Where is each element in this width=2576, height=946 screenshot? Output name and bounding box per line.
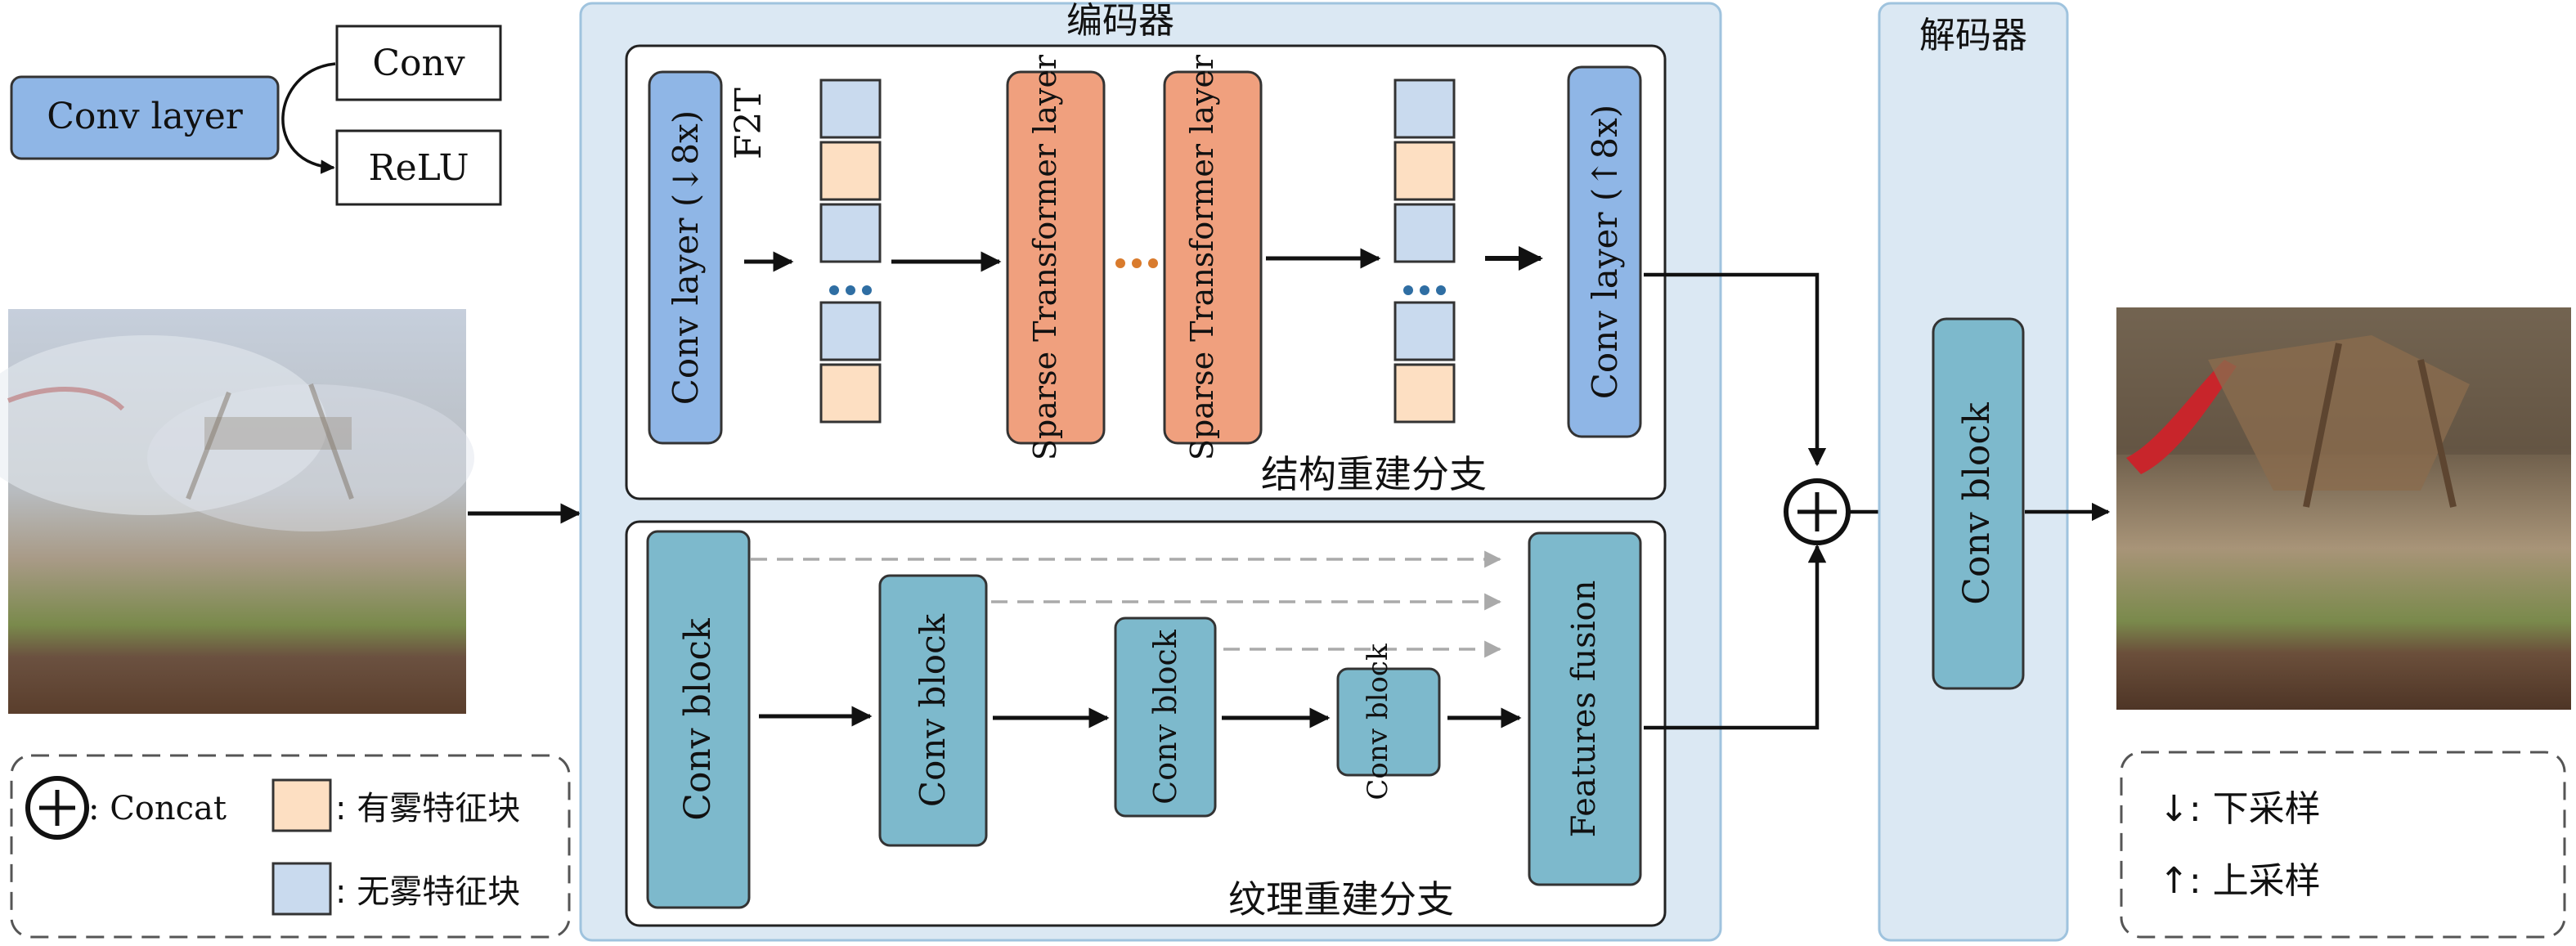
downsample-legend-label: ↓: 下采样 <box>2159 788 2321 830</box>
clear-patch <box>1393 78 1456 139</box>
concat-symbol-icon <box>25 776 89 840</box>
conv-legend-label: Conv <box>372 43 464 84</box>
ellipsis-dot <box>829 285 839 295</box>
structure-branch: F2T Conv layer (↓8x) Sparse Transformer … <box>625 44 1667 500</box>
sparse-transformer-1-box[interactable] <box>1006 70 1106 445</box>
clear-patch <box>1393 301 1456 361</box>
conv-block-3-box[interactable] <box>1114 616 1217 818</box>
sparse-transformer-2-label: Sparse Transformer layer <box>1184 54 1220 460</box>
hazy-patch <box>819 141 882 201</box>
ellipsis-dot <box>1420 285 1429 295</box>
conv-block-4-label: Conv block <box>1362 643 1394 800</box>
dehazed-output-image <box>2116 307 2571 710</box>
ellipsis-dot <box>846 285 855 295</box>
f2t-label: F2T <box>728 87 770 159</box>
legend-curve-arrow <box>281 62 336 174</box>
relu-legend-label: ReLU <box>368 147 469 189</box>
conv-block-1-label: Conv block <box>677 618 719 821</box>
ellipsis-dot <box>1132 258 1142 268</box>
decoder-title: 解码器 <box>1919 15 2027 56</box>
ellipsis-dot <box>862 285 872 295</box>
clear-patch-legend-label: : 无雾特征块 <box>335 873 520 911</box>
conv-layer-legend-label: Conv layer <box>47 96 244 137</box>
concat-node <box>1784 478 1851 545</box>
clear-patch <box>819 78 882 139</box>
clear-patch <box>819 203 882 263</box>
ellipsis-dot <box>1115 258 1125 268</box>
structure-to-concat-arrow <box>1644 272 1827 467</box>
decoder-conv-block-box[interactable] <box>1932 317 2025 690</box>
conv-block-2-label: Conv block <box>913 613 953 807</box>
hazy-patch <box>1393 141 1456 201</box>
ellipsis-dot <box>1148 258 1158 268</box>
features-fusion-box[interactable] <box>1528 531 1642 886</box>
conv-layer-legend: Conv layer Conv ReLU <box>10 25 502 206</box>
texture-branch: Conv block Conv block Conv block Conv bl… <box>625 520 1667 927</box>
bottom-left-legend: : Concat : 有雾特征块 : 无雾特征块 <box>10 754 571 939</box>
features-fusion-label: Features fusion <box>1565 581 1603 838</box>
conv-layer-legend-box <box>10 75 280 160</box>
texture-to-concat-arrow <box>1644 544 1827 730</box>
conv-legend-box <box>335 25 502 101</box>
conv-layer-up-box[interactable] <box>1567 65 1642 438</box>
patch-column-right <box>1393 78 1456 424</box>
conv-layer-down-label: Conv layer (↓8x) <box>666 110 706 405</box>
conv-block-4-label-text: Conv block <box>1362 643 1394 800</box>
bottom-right-legend-box <box>2120 751 2566 939</box>
sparse-transformer-1-label: Sparse Transformer layer <box>1027 54 1063 460</box>
sparse-transformer-2-box[interactable] <box>1163 70 1263 445</box>
texture-branch-label: 纹理重建分支 <box>1228 877 1454 921</box>
concat-legend-label: : Concat <box>88 790 227 827</box>
clear-patch <box>1393 203 1456 263</box>
decoder-conv-block-label: Conv block <box>1956 402 1998 605</box>
structure-branch-label: 结构重建分支 <box>1261 452 1487 496</box>
conv-block-2-box[interactable] <box>878 574 988 847</box>
ellipsis-dot <box>1403 285 1413 295</box>
patch-column-left <box>819 78 882 424</box>
ellipsis-dot <box>1436 285 1446 295</box>
conv-layer-up-label: Conv layer (↑8x) <box>1585 105 1625 399</box>
bottom-left-legend-box <box>10 754 571 939</box>
structure-branch-box <box>625 44 1667 500</box>
conv-block-3-label: Conv block <box>1147 629 1183 805</box>
conv-block-4-box[interactable] <box>1336 667 1441 777</box>
hazy-patch-swatch <box>272 778 332 832</box>
clear-patch <box>819 301 882 361</box>
hazy-input-image <box>0 309 474 714</box>
relu-legend-box <box>335 129 502 206</box>
upsample-legend-label: ↑: 上采样 <box>2159 860 2321 902</box>
hazy-patch <box>1393 363 1456 424</box>
conv-block-1-box[interactable] <box>646 530 751 909</box>
bottom-right-legend: ↓: 下采样 ↑: 上采样 <box>2120 751 2566 939</box>
clear-patch-swatch <box>272 862 332 916</box>
encoder-title: 编码器 <box>1066 0 1174 42</box>
conv-layer-down-box[interactable] <box>648 70 723 445</box>
hazy-patch-legend-label: : 有雾特征块 <box>335 790 520 827</box>
hazy-patch <box>819 363 882 424</box>
